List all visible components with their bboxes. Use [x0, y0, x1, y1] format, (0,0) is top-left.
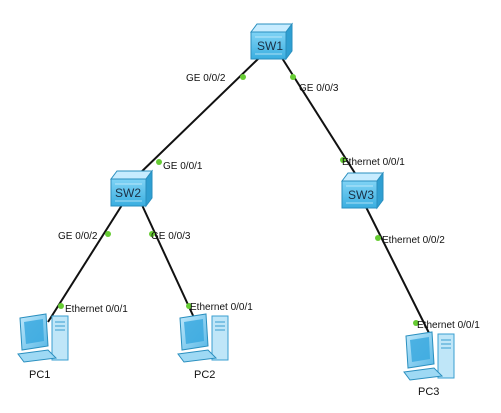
- device-pc1[interactable]: PC1: [17, 313, 69, 381]
- device-sw1[interactable]: SW1: [250, 22, 293, 61]
- link-sw2-pc1[interactable]: [47, 204, 123, 323]
- port-label-sw1-ge002: GE 0/0/2: [186, 73, 226, 84]
- device-label-pc2: PC2: [194, 369, 215, 381]
- device-pc3[interactable]: PC3: [403, 331, 455, 398]
- port-dot-pc1-eth001: [58, 303, 64, 309]
- port-label-pc1-eth001: Ethernet 0/0/1: [65, 304, 128, 315]
- switch-icon: [250, 22, 293, 61]
- port-labels: GE 0/0/2 GE 0/0/3 GE 0/0/1 Ethernet 0/0/…: [58, 73, 480, 331]
- port-dots: [58, 74, 419, 326]
- port-dot-sw2-ge001: [156, 159, 162, 165]
- port-dot-sw1-ge002: [240, 74, 246, 80]
- port-dot-pc3-eth001: [413, 320, 419, 326]
- port-dot-sw2-ge003: [149, 231, 155, 237]
- device-sw3[interactable]: SW3: [341, 171, 384, 210]
- pc-icon: [177, 313, 229, 363]
- link-sw2-pc2[interactable]: [141, 204, 197, 323]
- port-label-sw1-ge003: GE 0/0/3: [299, 83, 339, 94]
- port-label-pc2-eth001: Ethernet 0/0/1: [190, 302, 253, 313]
- port-label-sw2-ge002: GE 0/0/2: [58, 231, 98, 242]
- pc-icon: [17, 313, 69, 363]
- device-label-pc3: PC3: [418, 386, 439, 398]
- link-sw1-sw2[interactable]: [134, 57, 260, 179]
- port-dot-sw3-eth001: [340, 157, 346, 163]
- device-sw2[interactable]: SW2: [110, 169, 153, 208]
- pc-icon: [403, 331, 455, 381]
- port-label-sw3-eth001: Ethernet 0/0/1: [342, 157, 405, 168]
- device-label-sw1: SW1: [257, 39, 283, 53]
- port-dot-sw1-ge003: [290, 74, 296, 80]
- port-label-sw2-ge003: GE 0/0/3: [151, 231, 191, 242]
- device-label-sw2: SW2: [115, 186, 141, 200]
- device-label-sw3: SW3: [348, 188, 374, 202]
- switch-icon: [110, 169, 153, 208]
- port-label-pc3-eth001: Ethernet 0/0/1: [417, 320, 480, 331]
- device-label-pc1: PC1: [29, 369, 50, 381]
- device-pc2[interactable]: PC2: [177, 313, 229, 381]
- port-dot-sw3-eth002: [375, 235, 381, 241]
- port-dot-sw2-ge002: [105, 231, 111, 237]
- port-label-sw3-eth002: Ethernet 0/0/2: [382, 235, 445, 246]
- link-sw3-pc3[interactable]: [364, 204, 431, 336]
- port-dot-pc2-eth001: [186, 303, 192, 309]
- switch-icon: [341, 171, 384, 210]
- port-label-sw2-ge001: GE 0/0/1: [163, 161, 203, 172]
